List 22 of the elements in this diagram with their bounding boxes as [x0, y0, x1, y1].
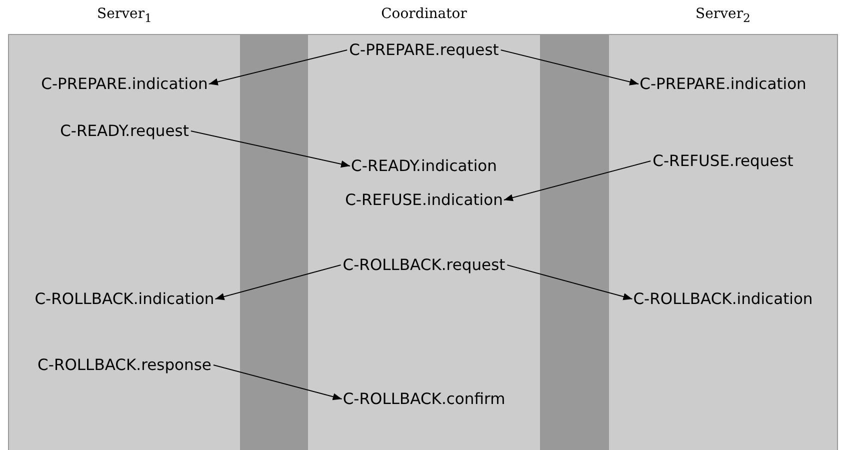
- message-label: C-READY.request: [60, 122, 189, 140]
- lane-heading: Coordinator: [381, 6, 467, 22]
- arrow: [506, 264, 633, 300]
- arrow: [212, 364, 342, 400]
- message-label: C-REFUSE.indication: [345, 191, 503, 209]
- message-label: C-PREPARE.request: [349, 41, 499, 59]
- message-label: C-ROLLBACK.request: [342, 256, 506, 274]
- message-label: C-REFUSE.request: [652, 152, 794, 170]
- arrow: [500, 50, 640, 86]
- arrow: [503, 160, 652, 202]
- message-label: C-ROLLBACK.confirm: [342, 390, 506, 408]
- message-label: C-PREPARE.indication: [640, 75, 806, 93]
- message-label: C-ROLLBACK.indication: [34, 290, 214, 308]
- message-label: C-READY.indication: [351, 157, 497, 175]
- lane-heading: Server$_{1}$: [97, 6, 152, 25]
- message-label: C-ROLLBACK.response: [38, 356, 212, 374]
- arrow: [214, 264, 342, 300]
- lane-heading: Server$_{2}$: [696, 6, 750, 25]
- message-label: C-PREPARE.indication: [41, 75, 208, 93]
- arrow: [208, 50, 348, 86]
- message-label: C-ROLLBACK.indication: [633, 290, 813, 308]
- arrow: [190, 130, 351, 168]
